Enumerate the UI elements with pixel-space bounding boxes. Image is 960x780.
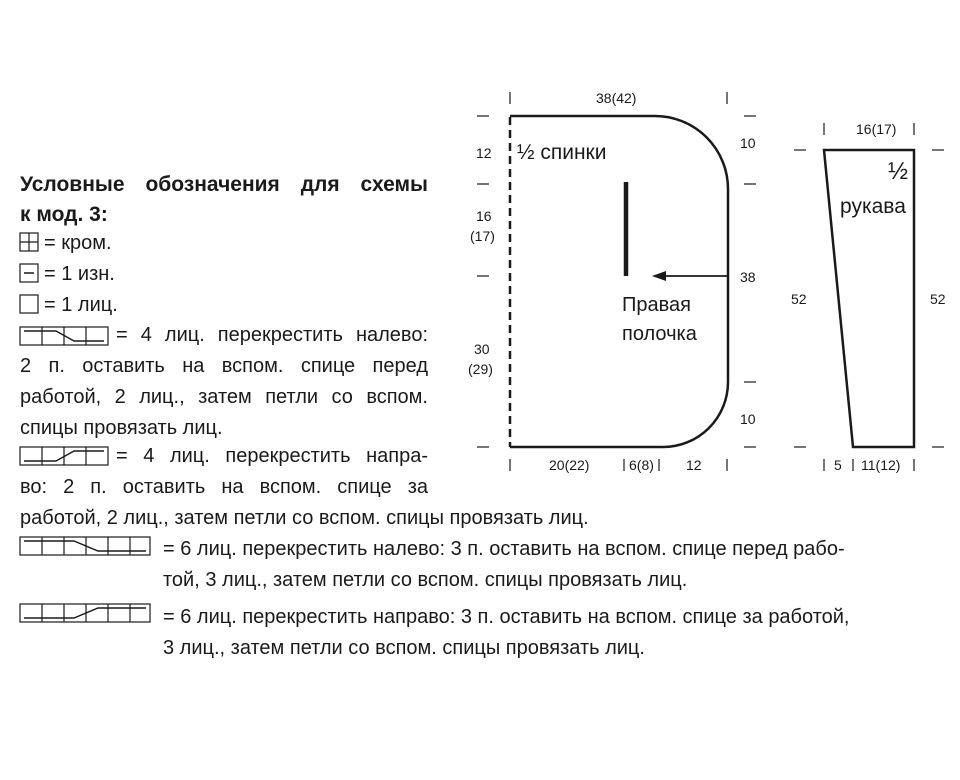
cross4-left-line4: спицы провязать лиц. — [20, 417, 223, 439]
cross6-left-line1: = 6 лиц. перекрестить налево: 3 п. остав… — [163, 538, 845, 560]
cross4-right-line2-wrap: во: 2 п. оставить на вспом. спице за — [20, 477, 428, 497]
cross4-left-line1-wrap: = 4 лиц. перекрестить налево: — [116, 325, 428, 345]
back-dim-17: (17) — [470, 228, 495, 244]
legend-title-line2: к мод. 3: — [20, 203, 108, 226]
cross6-left-line2: той, 3 лиц., затем петли со вспом. спицы… — [163, 569, 688, 591]
knit-text: = 1 лиц. — [44, 294, 118, 316]
legend-title: Условные обозначения для схемы — [20, 174, 428, 195]
back-label: ½ спинки — [517, 141, 607, 164]
cross4-left-line3: работой, 2 лиц., затем петли со вспом. — [20, 386, 428, 408]
back-dim-16: 16 — [476, 208, 492, 224]
cross4-left-line2: 2 п. оставить на вспом. спице перед — [20, 355, 428, 377]
back-dim-20: 20(22) — [549, 457, 590, 473]
cross4-left-line1: = 4 лиц. перекрестить налево: — [116, 324, 428, 346]
sleeve-half: ½ — [888, 158, 909, 185]
legend-title-line1: Условные обозначения для схемы — [20, 173, 428, 196]
cross6-right-line1: = 6 лиц. перекрестить направо: 3 п. оста… — [163, 606, 850, 628]
back-top-width: 38(42) — [596, 90, 637, 106]
back-dim-10-bottom: 10 — [740, 411, 756, 427]
sleeve-left-height: 52 — [791, 291, 807, 307]
cross6-right-symbol — [19, 603, 151, 623]
front-label-line1: Правая — [622, 294, 691, 316]
sleeve-dimension-ticks — [794, 123, 944, 471]
sleeve-dim-5: 5 — [834, 457, 842, 473]
cross6-right-line2: 3 лиц., затем петли со вспом. спицы пров… — [163, 637, 645, 659]
sleeve-outline — [822, 148, 916, 449]
cross4-right-symbol — [19, 446, 109, 466]
sleeve-dim-11: 11(12) — [861, 457, 901, 473]
back-dim-10-top: 10 — [740, 135, 756, 151]
cross4-left-line2-wrap: 2 п. оставить на вспом. спице перед — [20, 356, 428, 376]
back-dim-30: 30 — [474, 341, 490, 357]
sleeve-label: рукава — [840, 195, 906, 218]
back-dimension-ticks — [477, 92, 756, 471]
cross4-right-line1: = 4 лиц. перекрестить напра- — [116, 445, 428, 467]
arrow-head — [652, 271, 666, 281]
purl-symbol — [19, 263, 39, 283]
back-dim-38: 38 — [740, 269, 756, 285]
front-label-line2: полочка — [622, 323, 697, 345]
back-dim-12: 12 — [476, 145, 492, 161]
cross4-right-line1-wrap: = 4 лиц. перекрестить напра- — [116, 446, 428, 466]
back-dim-6: 6(8) — [629, 457, 654, 473]
purl-text: = 1 изн. — [44, 263, 115, 285]
edge-stitch-text: = кром. — [44, 232, 112, 254]
cross4-left-line3-wrap: работой, 2 лиц., затем петли со вспом. — [20, 387, 428, 407]
back-outline — [510, 114, 730, 449]
cross4-left-symbol — [19, 326, 109, 346]
back-dim-12-bottom: 12 — [686, 457, 702, 473]
sleeve-top-width: 16(17) — [856, 121, 897, 137]
edge-stitch-symbol — [19, 232, 39, 252]
sleeve-right-height: 52 — [930, 291, 946, 307]
cross4-right-line2: во: 2 п. оставить на вспом. спице за — [20, 476, 428, 498]
knit-symbol — [19, 294, 39, 314]
cross6-left-symbol — [19, 536, 151, 556]
back-dim-29: (29) — [468, 361, 493, 377]
cross4-right-line3: работой, 2 лиц., затем петли со вспом. с… — [20, 507, 589, 529]
